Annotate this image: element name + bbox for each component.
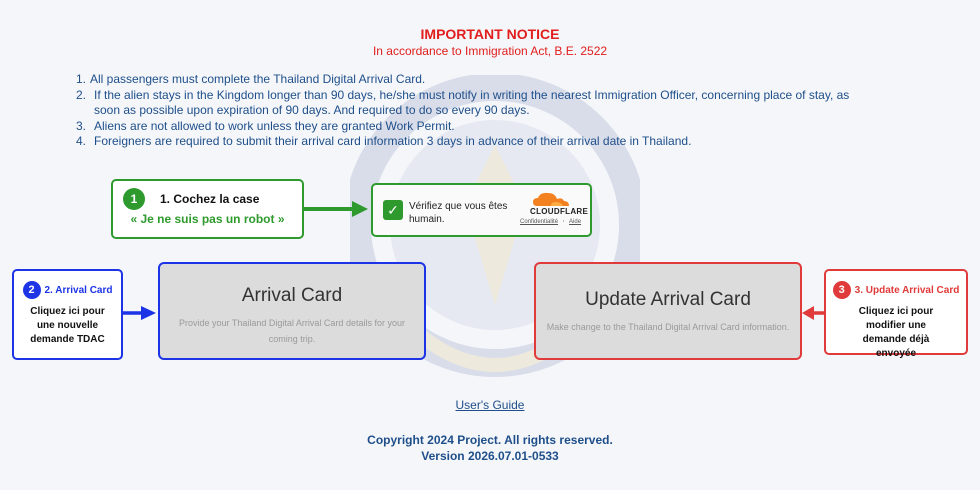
step1-callout: 1 1. Cochez la case « Je ne suis pas un … bbox=[111, 179, 304, 239]
update-card-description: Make change to the Thailand Digital Arri… bbox=[546, 322, 790, 332]
step2-description: Cliquez ici pour une nouvelle demande TD… bbox=[30, 306, 105, 345]
arrow-left-icon bbox=[802, 306, 824, 320]
rule-item: 4. Foreigners are required to submit the… bbox=[76, 134, 866, 150]
copyright-text: Copyright 2024 Project. All rights reser… bbox=[367, 433, 613, 447]
help-link[interactable]: Aide bbox=[569, 219, 582, 225]
step3-badge: 3 bbox=[832, 281, 851, 299]
rule-text: Foreigners are required to submit their … bbox=[94, 134, 692, 148]
link-separator: · bbox=[562, 219, 565, 225]
captcha-checkbox[interactable]: ✓ bbox=[383, 200, 403, 220]
step1-subtitle: « Je ne suis pas un robot » bbox=[130, 212, 285, 226]
rule-number: 4. bbox=[76, 134, 87, 148]
rule-item: 3. Aliens are not allowed to work unless… bbox=[76, 119, 866, 135]
notice-subtitle: In accordance to Immigration Act, B.E. 2… bbox=[372, 44, 608, 58]
captcha-links: Confidentialité · Aide bbox=[520, 219, 581, 225]
step2-header: 2 2. Arrival Card bbox=[14, 281, 121, 299]
rule-text: If the alien stays in the Kingdom longer… bbox=[94, 87, 850, 118]
cloudflare-brand: CLOUDFLARE bbox=[530, 207, 589, 216]
arrival-card-button[interactable]: Arrival Card Provide your Thailand Digit… bbox=[158, 262, 426, 360]
checkmark-icon: ✓ bbox=[387, 202, 399, 218]
rule-number: 3. bbox=[76, 118, 87, 133]
rules-list: 1. All passengers must complete the Thai… bbox=[76, 72, 866, 150]
arrow-right-icon bbox=[304, 201, 368, 217]
step3-label: 3. Update Arrival Card bbox=[854, 284, 960, 296]
update-card-title: Update Arrival Card bbox=[585, 289, 751, 310]
cloud-icon bbox=[533, 192, 569, 206]
notice-title: IMPORTANT NOTICE bbox=[420, 26, 560, 42]
footer: Copyright 2024 Project. All rights reser… bbox=[0, 432, 980, 464]
update-arrival-card-button[interactable]: Update Arrival Card Make change to the T… bbox=[534, 262, 802, 360]
arrow-right-icon bbox=[123, 306, 156, 320]
version-text: Version 2026.07.01-0533 bbox=[421, 449, 559, 463]
step1-badge: 1 bbox=[123, 188, 145, 210]
captcha-text: Vérifiez que vous êtes humain. bbox=[409, 201, 508, 225]
rule-text: Aliens are not allowed to work unless th… bbox=[94, 118, 455, 133]
users-guide-link[interactable]: User's Guide bbox=[455, 398, 525, 412]
rule-number: 1. bbox=[76, 72, 87, 86]
step1-title: 1. Cochez la case bbox=[160, 192, 260, 206]
rule-item: 2. If the alien stays in the Kingdom lon… bbox=[76, 88, 866, 119]
step2-label: 2. Arrival Card bbox=[44, 284, 113, 296]
rule-item: 1. All passengers must complete the Thai… bbox=[76, 72, 866, 88]
captcha-widget: ✓ Vérifiez que vous êtes humain. CLOUDFL… bbox=[371, 183, 592, 237]
step3-header: 3 3. Update Arrival Card bbox=[826, 281, 966, 299]
step3-description: Cliquez ici pour modifier une demande dé… bbox=[858, 306, 934, 359]
rule-text: All passengers must complete the Thailan… bbox=[90, 72, 426, 86]
privacy-link[interactable]: Confidentialité bbox=[520, 219, 559, 225]
step2-badge: 2 bbox=[22, 281, 41, 299]
rule-number: 2. bbox=[76, 87, 87, 102]
step2-callout: 2 2. Arrival Card Cliquez ici pour une n… bbox=[12, 269, 123, 360]
arrival-card-description: Provide your Thailand Digital Arrival Ca… bbox=[179, 318, 405, 344]
step3-callout: 3 3. Update Arrival Card Cliquez ici pou… bbox=[824, 269, 968, 359]
arrival-card-title: Arrival Card bbox=[241, 285, 343, 306]
